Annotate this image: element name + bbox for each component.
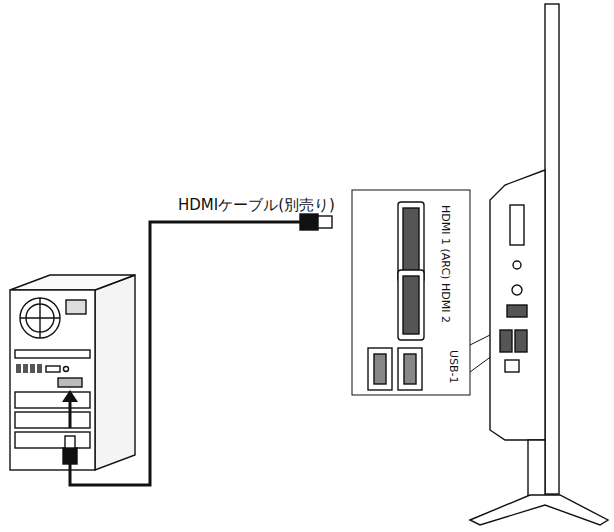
tv-side: [470, 4, 608, 525]
port-label: HDMI 2: [440, 283, 451, 323]
port-label: USB-1: [448, 350, 459, 384]
hdmi-cable: [63, 214, 332, 485]
port-label: HDMI 1 (ARC): [440, 205, 451, 279]
pc-tower: [10, 275, 135, 470]
cable-label: HDMIケーブル(別売り): [178, 198, 335, 213]
port-inset: [352, 190, 500, 395]
